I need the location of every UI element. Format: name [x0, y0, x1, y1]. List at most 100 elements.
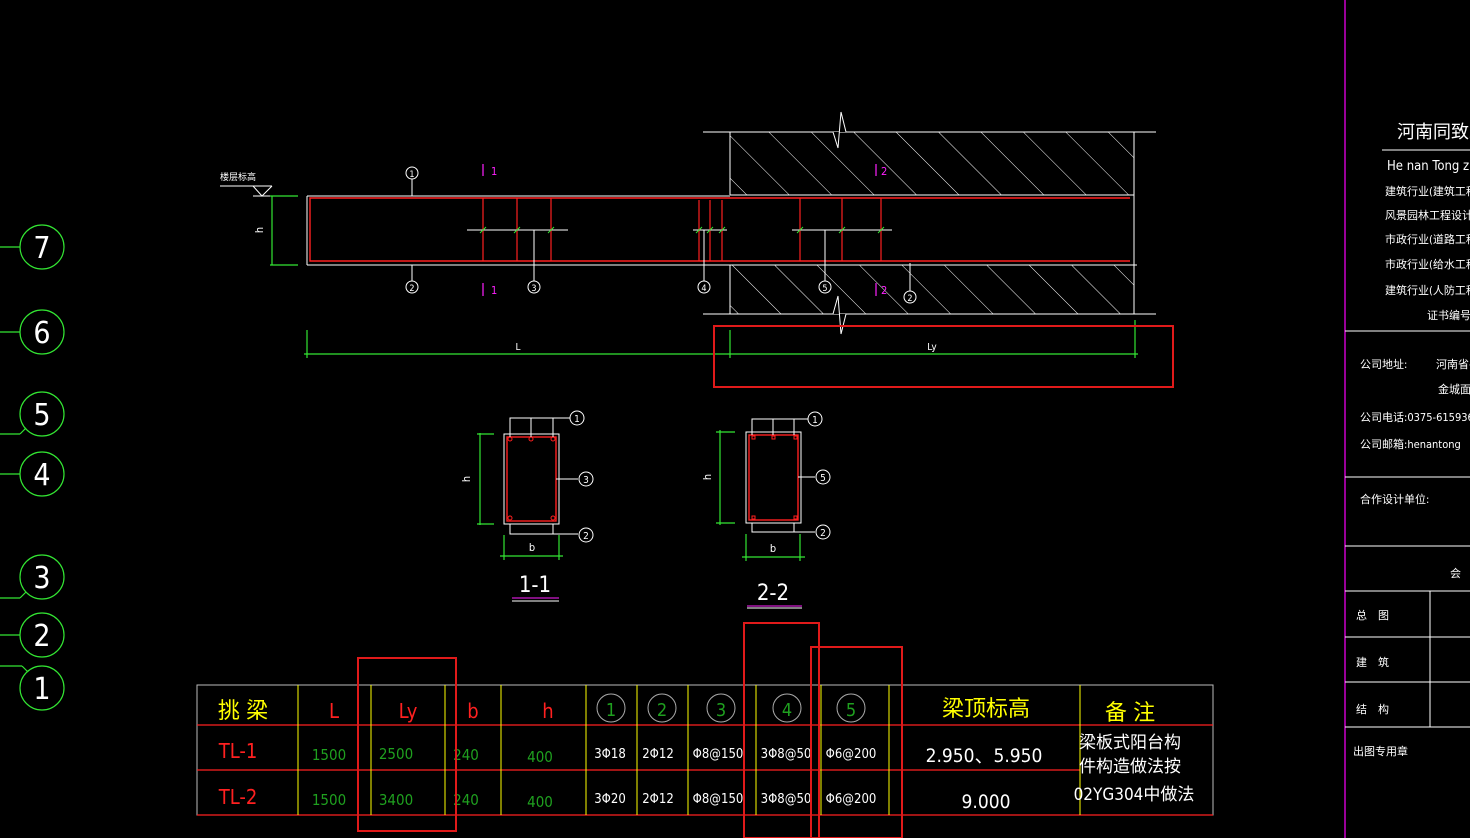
section-h-label: h: [701, 474, 714, 480]
dimension-Ly-label: Ly: [927, 342, 937, 353]
header-h: h: [542, 699, 553, 723]
title-block: 河南同致工程 He nan Tong z 建筑行业(建筑工程) 风景园林工程设计…: [1344, 0, 1470, 838]
header-bar5: 5: [846, 700, 856, 721]
address-label: 公司地址:: [1360, 357, 1407, 371]
section-mark-1-top: 1: [482, 164, 497, 178]
elevation-marker: 楼层标高: [220, 171, 273, 197]
axis-bubble-5: 5: [0, 391, 65, 437]
sign-row-label: 总 图: [1356, 608, 1389, 622]
callout-text: 1: [409, 170, 414, 180]
axis-bubble-2: 2: [0, 612, 65, 658]
remark-line: 02YG304中做法: [1074, 785, 1195, 805]
axis-bubbles: 7 6 5 4 3 2: [0, 224, 65, 711]
cell-bar5: Φ6@200: [826, 747, 877, 762]
callout-5: 5: [818, 280, 832, 294]
table-row[interactable]: TL-2 1500 3400 240 400 3Φ20 2Φ12 Φ8@150 …: [218, 785, 1011, 813]
header-L: L: [329, 699, 339, 723]
cell-top-elev: 2.950、5.950: [926, 745, 1043, 767]
callout-4: 4: [697, 280, 711, 294]
callout-text: 3: [531, 284, 536, 294]
sign-header: 会: [1450, 567, 1461, 580]
wall-upper: [703, 111, 1156, 265]
dimension-L-label: L: [515, 342, 520, 353]
section-2-2[interactable]: 1 5 2 h b 2-2: [701, 411, 831, 609]
axis-bubble-3: 3: [0, 554, 65, 600]
cell-bar2: 2Φ12: [642, 747, 674, 762]
axis-label: 7: [33, 231, 50, 266]
axis-label: 5: [33, 398, 50, 433]
beam-elevation[interactable]: 楼层标高 h: [220, 111, 1156, 358]
company-name-cn: 河南同致工程: [1397, 122, 1470, 143]
sign-row-label: 结 构: [1356, 702, 1389, 716]
qualification: 市政行业(给水工程: [1385, 257, 1470, 271]
callout-text: 5: [822, 284, 827, 294]
sign-row-label: 建 筑: [1356, 655, 1389, 669]
callout-text: 2: [820, 528, 826, 539]
tick-marks: [479, 226, 885, 234]
highlight-ly-dimension: [713, 325, 1174, 388]
remark-line: 件构造做法按: [1079, 757, 1181, 777]
axis-bubble-7: 7: [0, 224, 65, 270]
axis-label: 4: [33, 458, 50, 493]
cell-Ly: 3400: [379, 791, 413, 809]
axis-label: 2: [33, 619, 50, 654]
callout-text: 1: [574, 414, 580, 425]
cell-h: 400: [527, 748, 553, 766]
axis-label: 1: [33, 672, 50, 707]
cell-bar4: 3Φ8@50: [761, 792, 812, 807]
cell-bar3: Φ8@150: [693, 792, 744, 807]
axis-bubble-6: 6: [0, 309, 65, 355]
cell-b: 240: [453, 791, 479, 809]
header-bar1: 1: [606, 700, 616, 721]
cell-L: 1500: [312, 746, 346, 764]
header-Ly: Ly: [399, 699, 418, 723]
beam-schedule-table[interactable]: 挑 梁 L Ly b h 1 2 3 4 5 梁顶标高 备 注 TL-1 150…: [196, 684, 1214, 816]
table-header-row: 挑 梁 L Ly b h 1 2 3 4 5 梁顶标高 备 注: [218, 693, 1155, 726]
section-b-label: b: [770, 542, 776, 555]
section-title: 1-1: [519, 573, 551, 598]
h-label: h: [253, 227, 266, 233]
axis-bubble-4: 4: [0, 451, 65, 497]
cell-b: 240: [453, 746, 479, 764]
table-row[interactable]: TL-1 1500 2500 240 400 3Φ18 2Φ12 Φ8@150 …: [218, 739, 1043, 767]
callout-text: 1: [812, 415, 818, 426]
cell-name: TL-2: [218, 785, 258, 809]
header-bar3: 3: [716, 700, 726, 721]
callout-text: 2: [583, 531, 589, 542]
highlight-bar5-column: [810, 646, 903, 838]
callout-3: 3: [527, 280, 541, 294]
elevation-callouts: 1 2 3 4 5 2: [405, 166, 917, 304]
header-bar2: 2: [657, 700, 667, 721]
section-1-1[interactable]: 1 3 2 h b 1-1: [460, 410, 594, 602]
callout-2-right: 2: [903, 290, 917, 304]
cell-name: TL-1: [218, 739, 258, 763]
address-line: 金城面景: [1438, 382, 1470, 396]
partner-label: 合作设计单位:: [1360, 492, 1429, 506]
callout-text: 2: [907, 294, 912, 304]
qualification: 建筑行业(人防工程): [1385, 283, 1470, 297]
header-bar4: 4: [782, 700, 792, 721]
section-mark-2-top: 2: [875, 164, 887, 178]
axis-label: 6: [33, 316, 50, 351]
callout-1-top: 1: [405, 166, 419, 180]
cell-bar5: Φ6@200: [826, 792, 877, 807]
section-mark-text: 2: [881, 165, 887, 178]
remark-cell: 梁板式阳台构 件构造做法按 02YG304中做法: [1074, 733, 1195, 805]
section-cut-marks: 1 1 2 2: [482, 164, 887, 297]
header-remark: 备 注: [1105, 701, 1155, 726]
highlight-ly-column: [357, 657, 457, 832]
beam-outline: [306, 194, 1137, 266]
qualification: 风景园林工程设计专项: [1385, 208, 1470, 222]
highlight-boxes: [357, 325, 1174, 838]
cell-bar1: 3Φ18: [594, 747, 626, 762]
cell-L: 1500: [312, 791, 346, 809]
company-phone: 公司电话:0375-615936: [1360, 411, 1470, 424]
qualification: 市政行业(道路工程: [1385, 232, 1470, 246]
cell-bar3: Φ8@150: [693, 747, 744, 762]
stamp-label: 出图专用章: [1353, 744, 1408, 758]
h-dimension: h: [253, 195, 298, 266]
callout-text: 5: [820, 473, 826, 484]
section-mark-text: 1: [491, 165, 497, 178]
cell-h: 400: [527, 793, 553, 811]
